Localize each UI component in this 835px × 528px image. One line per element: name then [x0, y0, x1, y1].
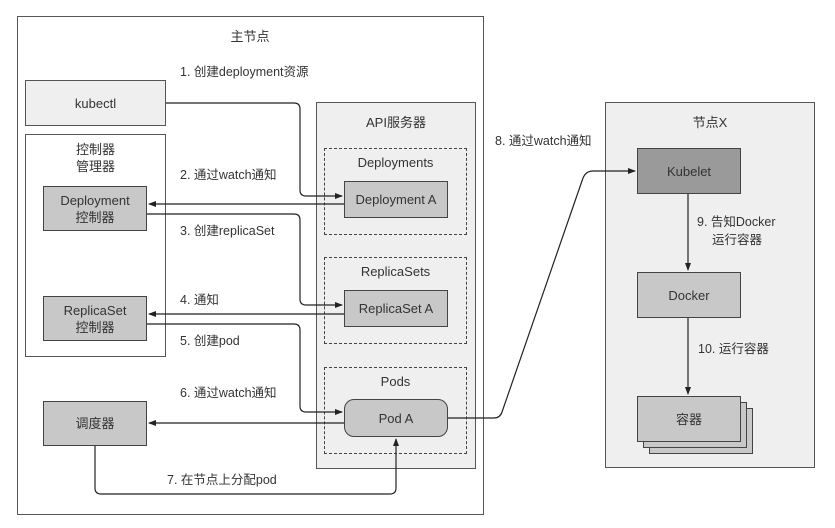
deployment-controller-box[interactable]: Deployment 控制器	[43, 186, 147, 231]
pod-a-label: Pod A	[378, 410, 414, 426]
kubectl-label: kubectl	[74, 95, 117, 111]
step-4-label: 4. 通知	[180, 293, 219, 307]
arrow-step-7	[94, 438, 399, 495]
api-server-title: API服务器	[366, 115, 426, 130]
deployment-controller-line1: Deployment	[60, 192, 130, 208]
step-3-label: 3. 创建replicaSet	[180, 224, 275, 238]
kubectl-box[interactable]: kubectl	[25, 80, 166, 126]
replicasets-title: ReplicaSets	[360, 264, 431, 279]
deployments-group	[324, 148, 467, 235]
step-9-label-line1: 9. 告知Docker	[697, 215, 776, 229]
docker-box[interactable]: Docker	[637, 272, 741, 318]
kubelet-box[interactable]: Kubelet	[637, 148, 741, 194]
controller-manager-box	[25, 134, 166, 357]
step-10-label: 10. 运行容器	[698, 342, 769, 356]
arrow-step-3	[147, 213, 343, 308]
replicaset-controller-box[interactable]: ReplicaSet 控制器	[43, 296, 147, 341]
arrow-step-1	[166, 102, 343, 199]
controller-manager-title-line1: 控制器	[75, 142, 115, 157]
kubelet-label: Kubelet	[666, 163, 712, 179]
deployment-a-box[interactable]: Deployment A	[344, 181, 448, 218]
pod-a-box[interactable]: Pod A	[344, 399, 448, 437]
scheduler-box[interactable]: 调度器	[43, 401, 147, 446]
replicaset-controller-line2: 控制器	[75, 319, 115, 335]
step-5-label: 5. 创建pod	[180, 334, 240, 348]
controller-manager-title: 控制器 管理器	[25, 141, 166, 175]
replicasets-group	[324, 257, 467, 344]
pods-title: Pods	[380, 374, 411, 389]
arrow-step-5	[147, 323, 343, 415]
controller-manager-title-line2: 管理器	[75, 159, 115, 174]
arrow-step-8	[448, 168, 636, 419]
replicaset-a-label: ReplicaSet A	[358, 301, 434, 316]
step-9-label-line2: 运行容器	[712, 233, 763, 247]
replicaset-controller-line1: ReplicaSet	[63, 302, 127, 318]
replicaset-a-box[interactable]: ReplicaSet A	[344, 290, 448, 327]
step-7-label: 7. 在节点上分配pod	[167, 473, 277, 487]
step-8-label: 8. 通过watch通知	[495, 134, 592, 148]
scheduler-label: 调度器	[75, 416, 115, 431]
step-1-label: 1. 创建deployment资源	[180, 65, 309, 79]
master-node-frame	[17, 16, 484, 515]
master-node-title: 主节点	[230, 29, 270, 44]
containers-box[interactable]: 容器	[637, 396, 741, 442]
node-x-title: 节点X	[692, 115, 728, 130]
step-2-label: 2. 通过watch通知	[180, 168, 277, 182]
step-6-label: 6. 通过watch通知	[180, 386, 277, 400]
deployment-controller-line2: 控制器	[75, 209, 115, 225]
deployments-title: Deployments	[357, 155, 434, 170]
docker-label: Docker	[668, 287, 710, 303]
deployment-a-label: Deployment A	[355, 192, 437, 207]
containers-label: 容器	[675, 411, 702, 427]
